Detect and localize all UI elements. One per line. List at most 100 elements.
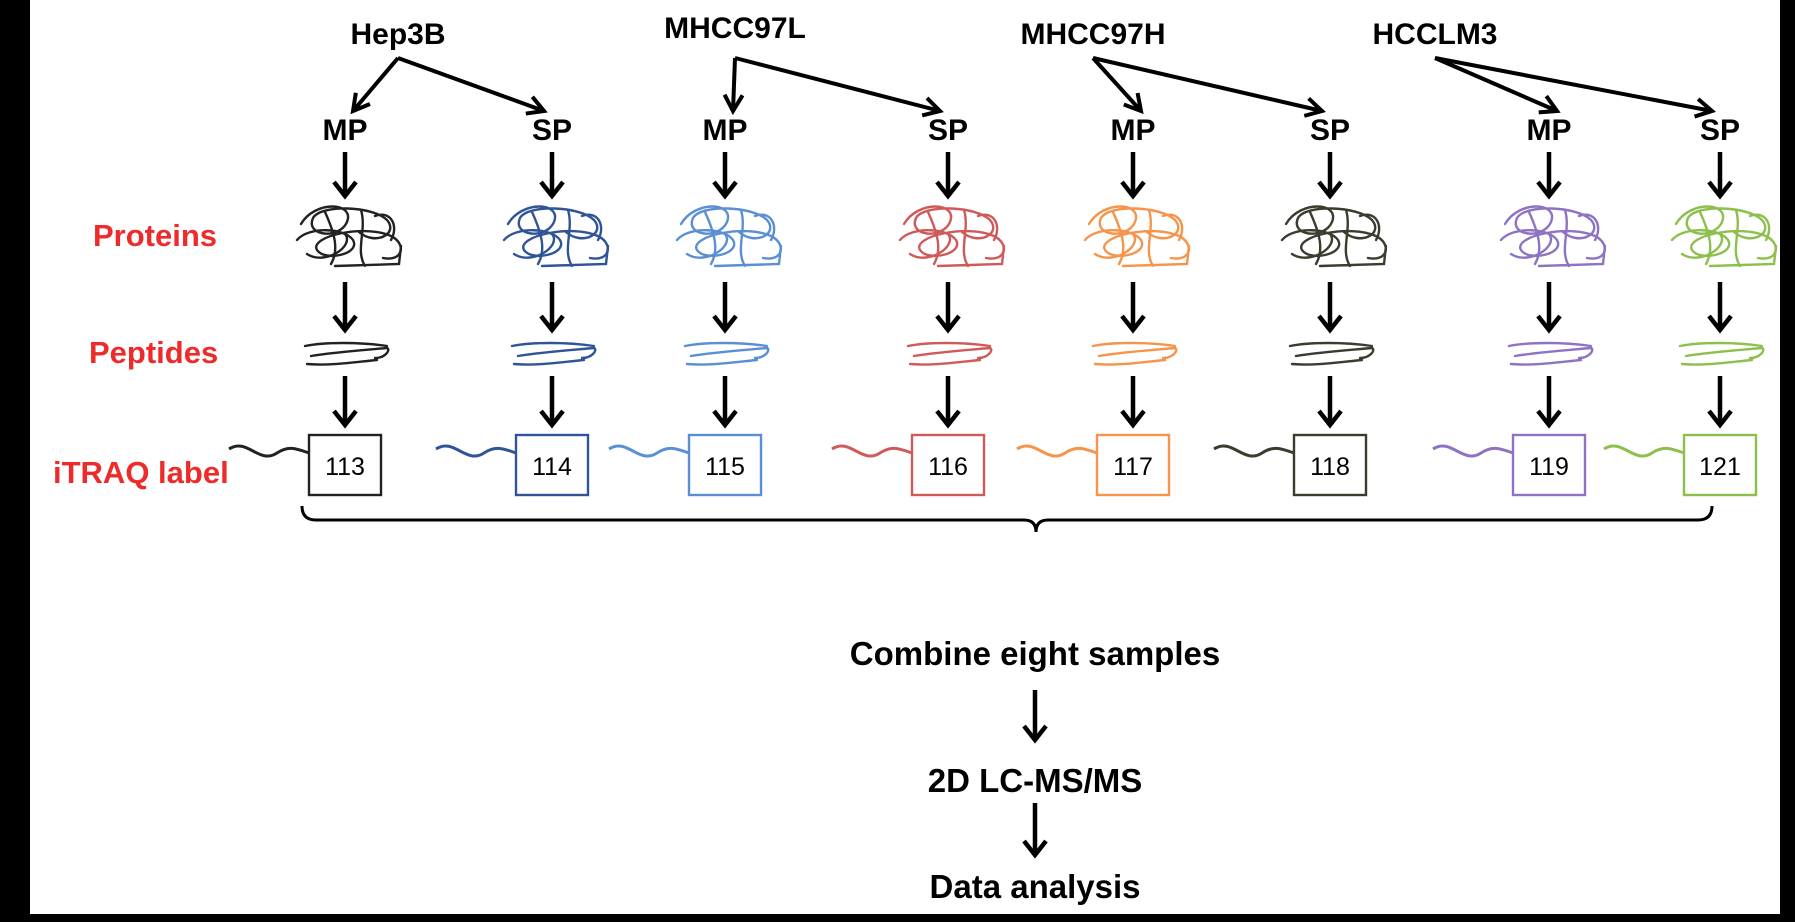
itraq-tag-label: 117	[1113, 453, 1153, 481]
protein-scribble	[1670, 205, 1778, 268]
down-arrow	[935, 376, 961, 429]
down-arrow	[332, 376, 358, 429]
itraq-tag-box	[1292, 433, 1368, 497]
row-label-proteins: Proteins	[93, 218, 217, 253]
sample-column: MP 115	[608, 114, 783, 497]
fork-arrows	[722, 56, 944, 118]
itraq-tag-box	[307, 433, 383, 497]
combine-bracket	[300, 505, 1714, 533]
itraq-tag-label: 114	[532, 453, 572, 481]
fork-arrows	[1091, 56, 1326, 118]
protein-scribble	[1083, 205, 1191, 268]
workflow-diagram: Hep3B MHCC97L MHCC97H HCCLM3ProteinsPeptide…	[53, 12, 1778, 905]
itraq-tag-label: 121	[1699, 453, 1741, 481]
down-arrow	[539, 376, 565, 429]
down-arrow	[1536, 152, 1562, 200]
cell-line-label: Hep3B	[350, 18, 445, 51]
reagent-tail	[1016, 444, 1098, 458]
itraq-tag-box	[1682, 433, 1758, 497]
fraction-label: SP	[1310, 114, 1350, 147]
peptide-strands	[1091, 341, 1178, 366]
workflow-step-label: Combine eight samples	[850, 635, 1220, 672]
down-arrow	[332, 152, 358, 200]
protein-scribble	[502, 205, 610, 268]
fraction-label: MP	[323, 114, 368, 147]
peptide-strands	[1678, 341, 1765, 366]
down-arrow	[539, 152, 565, 200]
cell-line-label: MHCC97H	[1020, 18, 1165, 51]
fraction-label: MP	[1527, 114, 1572, 147]
peptide-strands	[1507, 341, 1594, 366]
protein-scribble	[1280, 205, 1388, 268]
itraq-tag-label: 116	[928, 453, 968, 481]
peptide-strands	[683, 341, 770, 366]
peptide-strands	[303, 341, 390, 366]
down-arrow	[1022, 690, 1048, 744]
protein-scribble	[675, 205, 783, 268]
cell-line-label: MHCC97L	[664, 12, 806, 45]
down-arrow	[712, 376, 738, 429]
reagent-tail	[608, 444, 690, 458]
protein-scribble	[1499, 205, 1607, 268]
peptide-strands	[1288, 341, 1375, 366]
down-arrow	[1120, 152, 1146, 200]
itraq-tag-box	[1511, 433, 1587, 497]
itraq-tag-label: 113	[325, 453, 365, 481]
fraction-label: MP	[1111, 114, 1156, 147]
down-arrow	[332, 282, 358, 334]
down-arrow	[712, 282, 738, 334]
down-arrow	[1707, 282, 1733, 334]
down-arrow	[1317, 376, 1343, 429]
down-arrow	[1707, 152, 1733, 200]
down-arrow	[1536, 282, 1562, 334]
itraq-tag-label: 115	[705, 453, 745, 481]
cell-line-label: HCCLM3	[1373, 18, 1498, 51]
down-arrow	[1317, 152, 1343, 200]
sample-column: MP 117	[1016, 114, 1191, 497]
sample-column: MP 113	[228, 114, 403, 497]
down-arrow	[1536, 376, 1562, 429]
peptide-strands	[510, 341, 597, 366]
fork-arrows	[350, 56, 548, 116]
row-label-peptides: Peptides	[89, 335, 218, 370]
itraq-tag-box	[687, 433, 763, 497]
peptide-strands	[906, 341, 993, 366]
reagent-tail	[435, 444, 517, 458]
sample-column: SP 114	[435, 114, 610, 497]
fork-arrows	[1434, 56, 1716, 119]
reagent-tail	[1603, 444, 1685, 458]
protein-scribble	[295, 205, 403, 268]
down-arrow	[935, 282, 961, 334]
itraq-tag-label: 119	[1529, 453, 1569, 481]
itraq-tag-box	[514, 433, 590, 497]
sample-column: SP 121	[1603, 114, 1778, 497]
reagent-tail	[831, 444, 913, 458]
row-label-itraq: iTRAQ label	[53, 455, 229, 490]
reagent-tail	[1213, 444, 1295, 458]
down-arrow	[1317, 282, 1343, 334]
itraq-tag-label: 118	[1310, 453, 1350, 481]
sample-column: MP 119	[1432, 114, 1607, 497]
down-arrow	[1120, 282, 1146, 334]
down-arrow	[1707, 376, 1733, 429]
down-arrow	[1120, 376, 1146, 429]
fraction-label: SP	[1700, 114, 1740, 147]
fraction-label: SP	[532, 114, 572, 147]
reagent-tail	[228, 444, 310, 458]
sample-column: SP 116	[831, 114, 1006, 497]
itraq-tag-box	[1095, 433, 1171, 497]
sample-column: SP 118	[1213, 114, 1388, 497]
workflow-step-label: 2D LC-MS/MS	[928, 762, 1143, 799]
down-arrow	[539, 282, 565, 334]
down-arrow	[712, 152, 738, 200]
protein-scribble	[898, 205, 1006, 268]
down-arrow	[935, 152, 961, 200]
fraction-label: SP	[928, 114, 968, 147]
down-arrow	[1022, 803, 1048, 859]
reagent-tail	[1432, 444, 1514, 458]
workflow-step-label: Data analysis	[930, 868, 1141, 905]
itraq-tag-box	[910, 433, 986, 497]
fraction-label: MP	[703, 114, 748, 147]
